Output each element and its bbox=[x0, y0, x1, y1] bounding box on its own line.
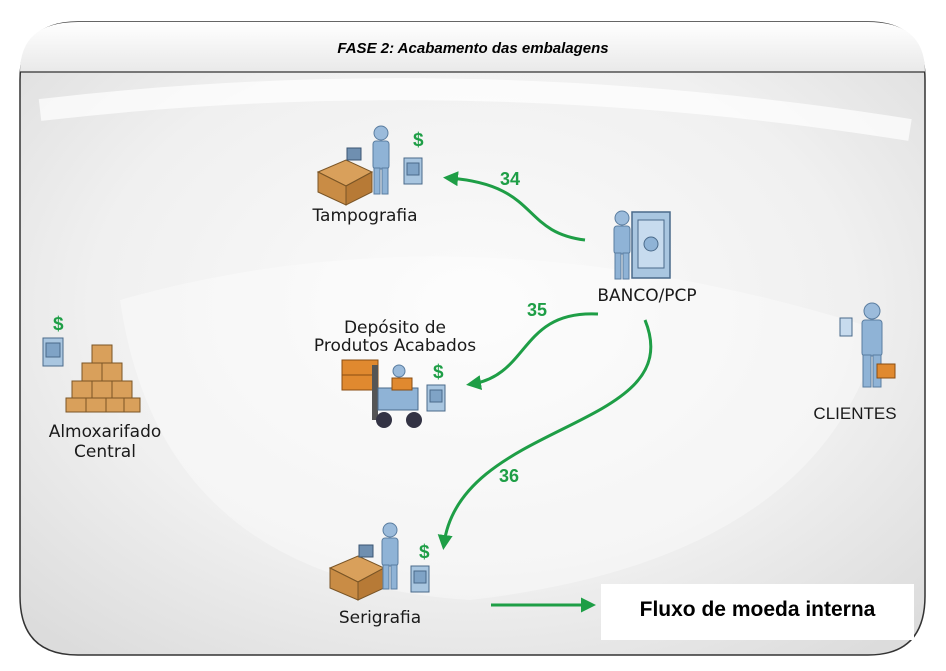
flow-number-34: 34 bbox=[500, 169, 521, 189]
tampografia-station-icon bbox=[316, 125, 423, 206]
title-band bbox=[20, 22, 925, 72]
node-label-serigrafia: Serigrafia bbox=[338, 608, 422, 628]
flow-arrow-36 bbox=[437, 319, 653, 550]
node-label-deposito-line1: Depósito de bbox=[343, 318, 447, 338]
deposito-forklift-icon bbox=[341, 359, 446, 428]
node-label-clientes: CLIENTES bbox=[813, 404, 897, 423]
node-label-banco: BANCO/PCP bbox=[597, 286, 697, 306]
banco-icon bbox=[613, 210, 671, 280]
node-label-almoxarifado-line2: Central bbox=[74, 442, 136, 462]
legend-label: Fluxo de moeda interna bbox=[639, 598, 876, 621]
currency-icon: $ bbox=[53, 314, 64, 335]
flow-number-36: 36 bbox=[499, 466, 520, 486]
serigrafia-station-icon bbox=[328, 522, 430, 601]
node-label-deposito-line2: Produtos Acabados bbox=[313, 336, 477, 356]
node-label-almoxarifado-line1: Almoxarifado bbox=[48, 422, 162, 442]
diagram-title: FASE 2: Acabamento das embalagens bbox=[337, 40, 609, 57]
currency-icon: $ bbox=[413, 130, 424, 151]
node-label-tampografia: Tampografia bbox=[312, 206, 418, 226]
flow-arrow-35 bbox=[466, 312, 599, 391]
legend-box: Fluxo de moeda interna bbox=[601, 584, 914, 640]
flow-number-35: 35 bbox=[527, 300, 548, 320]
clientes-icon bbox=[839, 302, 896, 388]
flow-arrow-34 bbox=[443, 171, 586, 242]
currency-icon: $ bbox=[433, 362, 444, 383]
almoxarifado-boxes-icon bbox=[42, 337, 141, 413]
currency-icon: $ bbox=[419, 542, 430, 563]
